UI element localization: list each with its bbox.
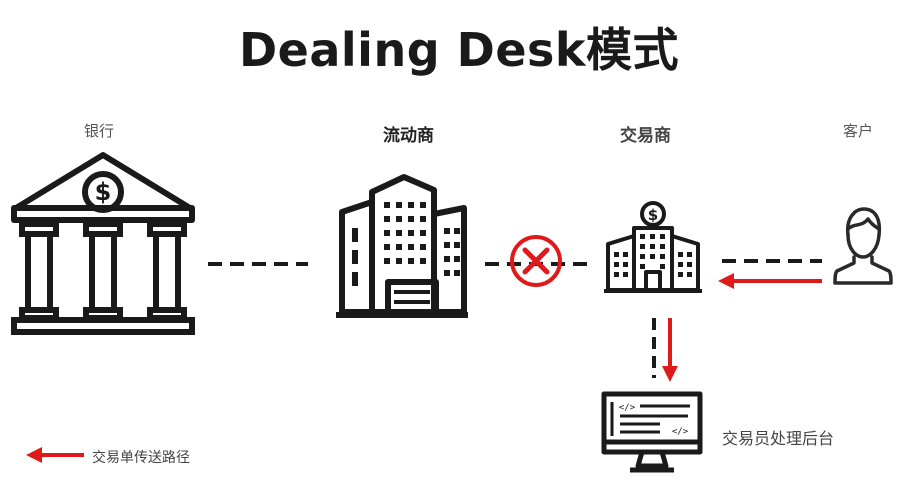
connection-bank-liquidity: [208, 262, 308, 266]
svg-text:$: $: [95, 178, 112, 206]
client-label: 客户: [843, 122, 874, 140]
bank-label: 银行: [84, 122, 115, 140]
svg-text:</>: </>: [672, 427, 689, 437]
broker-label: 交易商: [620, 126, 671, 146]
legend-arrow-icon: [26, 447, 84, 463]
red-arrow-icon: [718, 273, 822, 289]
bank-icon: $: [11, 152, 195, 335]
connection-client-broker: [718, 259, 822, 289]
computer-monitor-icon: </> </>: [601, 391, 703, 473]
liquidity-provider-label: 流动商: [383, 126, 434, 146]
connection-broker-backend: [652, 318, 678, 382]
svg-text:</>: </>: [619, 403, 636, 413]
skyscraper-icon: [336, 174, 468, 318]
legend-label: 交易单传送路径: [92, 450, 190, 466]
backend-label: 交易员处理后台: [722, 429, 835, 448]
broker-building-icon: $: [604, 201, 702, 293]
svg-text:$: $: [648, 206, 658, 224]
person-icon: [833, 207, 893, 285]
page-title: Dealing Desk模式: [238, 23, 679, 77]
blocked-x-icon: [510, 235, 562, 287]
